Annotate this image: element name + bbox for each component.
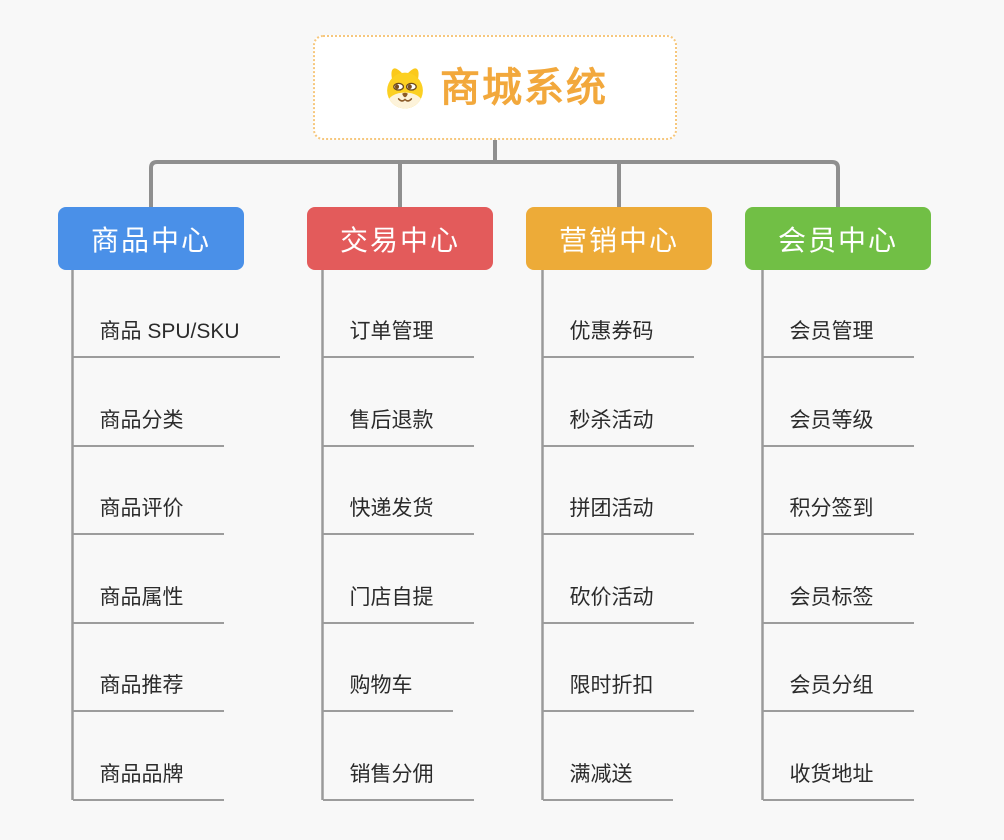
branch-node-2[interactable]: 交易中心 bbox=[307, 207, 493, 270]
child-node[interactable]: 满减送 bbox=[542, 761, 673, 801]
branch-children-column: 商品 SPU/SKU 商品分类商品评价商品属性商品推荐商品品牌 bbox=[72, 318, 280, 801]
branch-node-4[interactable]: 会员中心 bbox=[745, 207, 931, 270]
child-node[interactable]: 收货地址 bbox=[762, 761, 914, 801]
child-node[interactable]: 销售分佣 bbox=[322, 761, 474, 801]
child-node[interactable]: 订单管理 bbox=[322, 318, 474, 358]
child-node[interactable]: 秒杀活动 bbox=[542, 407, 694, 447]
child-node[interactable]: 售后退款 bbox=[322, 407, 474, 447]
child-node[interactable]: 商品分类 bbox=[72, 407, 224, 447]
branch-node-label: 交易中心 bbox=[339, 224, 460, 256]
branch-node-1[interactable]: 商品中心 bbox=[58, 207, 244, 270]
child-node[interactable]: 会员等级 bbox=[762, 407, 914, 447]
child-node[interactable]: 砍价活动 bbox=[542, 584, 694, 624]
child-node[interactable]: 会员管理 bbox=[762, 318, 914, 358]
root-node[interactable]: 商城系统 bbox=[313, 35, 677, 140]
branch-children-column: 订单管理售后退款快递发货门店自提购物车销售分佣 bbox=[322, 318, 474, 801]
branch-node-label: 商品中心 bbox=[90, 224, 211, 256]
child-node[interactable]: 积分签到 bbox=[762, 495, 914, 535]
child-node[interactable]: 购物车 bbox=[322, 672, 453, 712]
child-node[interactable]: 会员标签 bbox=[762, 584, 914, 624]
child-node[interactable]: 限时折扣 bbox=[542, 672, 694, 712]
child-node[interactable]: 快递发货 bbox=[322, 495, 474, 535]
child-node[interactable]: 商品评价 bbox=[72, 495, 224, 535]
child-node[interactable]: 商品 SPU/SKU bbox=[72, 318, 280, 358]
child-node[interactable]: 商品属性 bbox=[72, 584, 224, 624]
child-node[interactable]: 商品推荐 bbox=[72, 672, 224, 712]
child-node[interactable]: 商品品牌 bbox=[72, 761, 224, 801]
branch-children-column: 优惠券码秒杀活动拼团活动砍价活动限时折扣满减送 bbox=[542, 318, 694, 801]
branch-node-label: 营销中心 bbox=[558, 224, 679, 256]
branch-node-label: 会员中心 bbox=[777, 224, 898, 256]
child-node[interactable]: 优惠券码 bbox=[542, 318, 694, 358]
branch-node-3[interactable]: 营销中心 bbox=[526, 207, 712, 270]
root-node-title: 商城系统 bbox=[440, 65, 608, 110]
dog-face-icon bbox=[387, 67, 423, 108]
branch-children-column: 会员管理会员等级积分签到会员标签会员分组收货地址 bbox=[762, 318, 914, 801]
child-node[interactable]: 门店自提 bbox=[322, 584, 474, 624]
child-node[interactable]: 拼团活动 bbox=[542, 495, 694, 535]
child-node[interactable]: 会员分组 bbox=[762, 672, 914, 712]
